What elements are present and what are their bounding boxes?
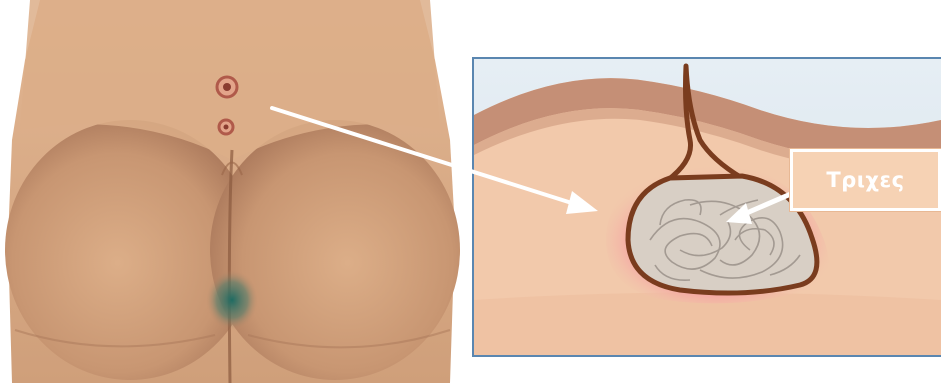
right-buttock — [210, 120, 460, 380]
cleft-shadow — [206, 270, 258, 330]
hair-label-box: Τριχες — [790, 149, 941, 211]
hair-label: Τριχες — [826, 168, 904, 192]
buttocks-view — [0, 0, 460, 383]
